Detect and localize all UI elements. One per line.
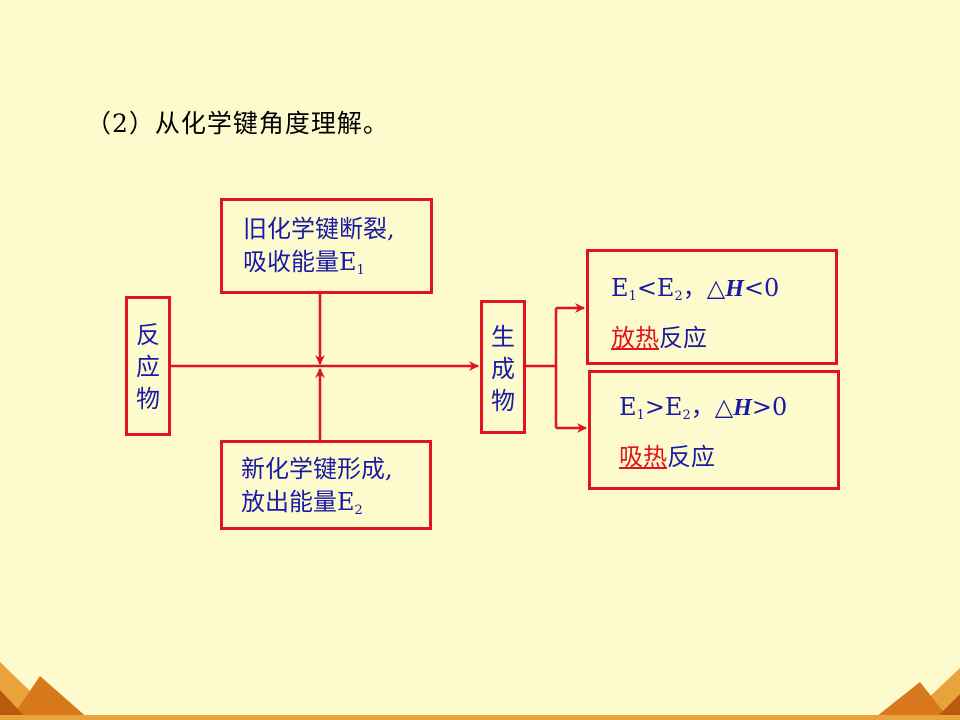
products-box: 生 成 物 (480, 300, 526, 434)
bond-forming-box: 新化学键形成, 放出能量E2 (220, 440, 432, 530)
reactants-char: 应 (136, 353, 160, 381)
bond-breaking-line1: 旧化学键断裂, (243, 215, 395, 243)
reactants-char: 物 (136, 385, 160, 413)
page-title: （2）从化学键角度理解。 (86, 109, 389, 138)
endothermic-condition: E1>E2，△H>0 (619, 393, 788, 423)
corner-decor-left (10, 676, 90, 720)
corner-decor-right (934, 694, 960, 720)
endothermic-box: E1>E2，△H>0 吸热反应 (588, 370, 840, 490)
bond-breaking-line2: 吸收能量E1 (243, 248, 365, 278)
reactants-box: 反 应 物 (125, 296, 171, 436)
exothermic-condition: E1<E2，△H<0 (611, 274, 780, 304)
bond-forming-line1: 新化学键形成, (241, 455, 393, 483)
exothermic-box: E1<E2，△H<0 放热反应 (586, 249, 838, 365)
products-char: 物 (491, 387, 515, 415)
corner-decor-left (0, 690, 28, 720)
footer-bar (0, 715, 960, 720)
corner-decor-right (872, 682, 950, 720)
reactants-char: 反 (136, 321, 160, 349)
endothermic-label: 吸热反应 (619, 443, 715, 471)
bond-forming-line2: 放出能量E2 (241, 488, 363, 518)
exothermic-label: 放热反应 (611, 324, 707, 352)
products-char: 生 (491, 323, 515, 351)
bond-breaking-box: 旧化学键断裂, 吸收能量E1 (220, 198, 433, 294)
products-char: 成 (491, 355, 515, 383)
